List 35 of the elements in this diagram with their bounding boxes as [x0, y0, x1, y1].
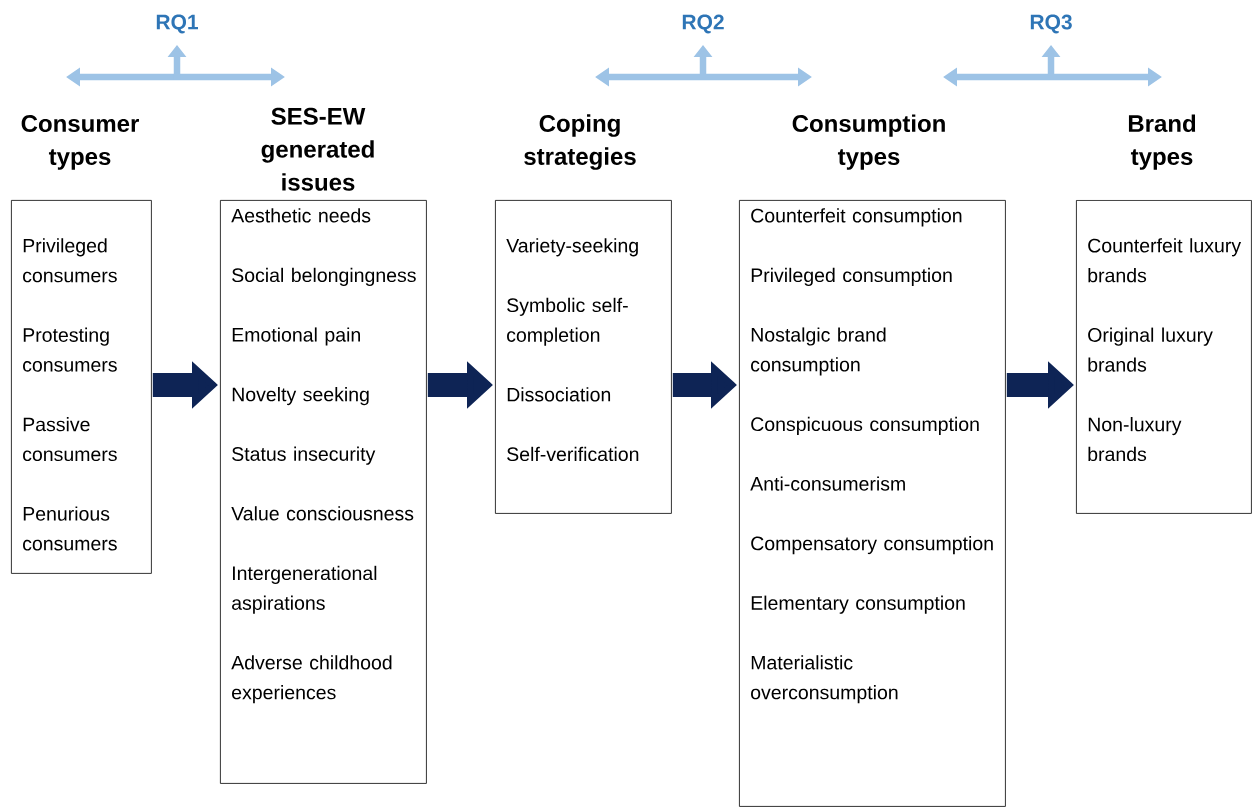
node-label: Social belongingness	[232, 267, 416, 286]
node-label: Anti-consumerism	[750, 476, 905, 491]
node-label: Dissociation	[507, 387, 611, 402]
node-label: Materialistic overconsumption	[751, 655, 898, 704]
node-label: Elementary consumption	[751, 595, 965, 614]
column-heading: Consumer types	[21, 115, 139, 170]
node-label: Value consciousness	[231, 506, 414, 521]
question-label: RQ2	[682, 14, 724, 34]
node-label: Non-luxury brands	[1088, 417, 1182, 462]
node-label: Adverse childhood experiences	[231, 655, 392, 704]
node-label: Status insecurity	[232, 446, 376, 465]
question-label: RQ3	[1030, 14, 1072, 34]
node-label: Counterfeit luxury brands	[1088, 238, 1242, 283]
column-heading: Coping strategies	[524, 114, 636, 170]
node-label: Penurious consumers	[23, 506, 117, 551]
node-label: Conspicuous consumption	[751, 416, 979, 435]
node-label: Protesting consumers	[23, 327, 117, 372]
node-label: Symbolic self-completion	[507, 297, 628, 346]
node-label: Original luxury brands	[1088, 327, 1213, 372]
node-label: Novelty seeking	[232, 387, 369, 406]
column-heading: Brand types	[1128, 114, 1196, 170]
column-heading: Consumption types	[792, 114, 945, 170]
node-label: Aesthetic needs	[231, 208, 371, 223]
node-label: Privileged consumers	[23, 238, 117, 283]
node-label: Emotional pain	[232, 327, 360, 346]
node-label: Counterfeit consumption	[751, 208, 962, 227]
question-label: RQ1	[156, 14, 198, 34]
node-label: Intergenerational aspirations	[232, 565, 377, 614]
node-label: Privileged consumption	[751, 267, 952, 286]
node-label: Nostalgic brand consumption	[751, 327, 886, 376]
node-label: Compensatory consumption	[751, 536, 993, 555]
node-label: Variety-seeking	[506, 238, 638, 257]
node-label: Self-verification	[507, 446, 639, 462]
node-label: Passive consumers	[23, 417, 117, 462]
column-heading: SES-EW generated issues	[261, 107, 374, 191]
